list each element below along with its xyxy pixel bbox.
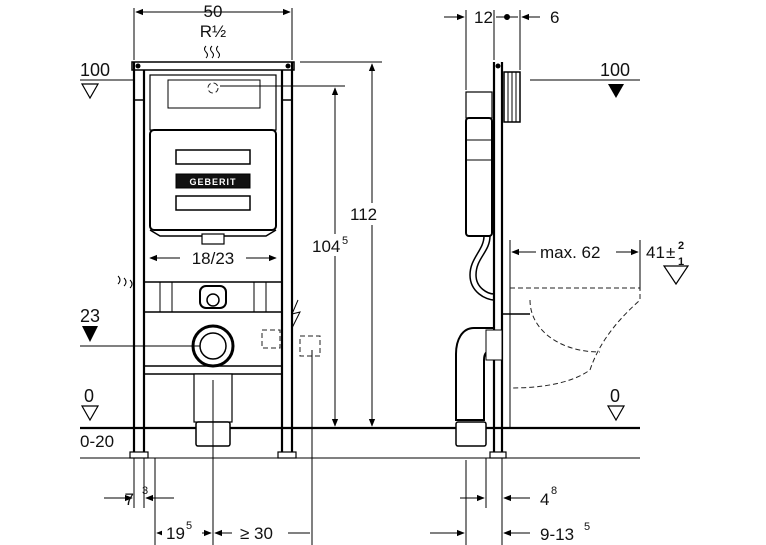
dim-wall-range: 9-13 bbox=[540, 525, 574, 544]
dim-depth-b: 6 bbox=[550, 8, 559, 27]
dim-height-cistern-sup: 5 bbox=[342, 235, 348, 247]
dim-offset-sup: 5 bbox=[186, 520, 192, 532]
brand-logo: GEBERIT bbox=[189, 177, 236, 187]
side-view: 12 6 100 max. 62 41 ± 2 1 0 4 8 9-13 5 bbox=[420, 8, 690, 545]
level-floor-side: 0 bbox=[610, 386, 620, 406]
dim-offset: 19 bbox=[166, 524, 185, 543]
dim-tol-plus: 2 bbox=[678, 240, 684, 252]
floor-range: 0-20 bbox=[80, 432, 114, 451]
dim-frame-offset: 4 bbox=[540, 490, 549, 509]
drain-pipe-side bbox=[455, 313, 530, 447]
dim-connection: R½ bbox=[200, 22, 226, 41]
dim-bolt-spacing: 18/23 bbox=[192, 249, 235, 268]
level-top-side: 100 bbox=[600, 60, 630, 80]
front-view: GEBERIT bbox=[80, 2, 420, 545]
dim-tol-minus: 1 bbox=[678, 256, 684, 268]
dim-height-total: 112 bbox=[350, 205, 377, 224]
dim-bowl-projection: max. 62 bbox=[540, 243, 600, 262]
electric-icon bbox=[291, 299, 301, 329]
dim-foot-sup: 3 bbox=[142, 485, 148, 497]
dim-frame-offset-sup: 8 bbox=[551, 485, 557, 497]
water-inlet-icon bbox=[204, 45, 220, 59]
dim-wall-range-sup: 5 bbox=[584, 521, 590, 533]
cistern: GEBERIT bbox=[149, 45, 277, 245]
dim-min-space: ≥ 30 bbox=[240, 524, 273, 543]
dim-bowl-height: 41 bbox=[646, 243, 665, 262]
water-supply-icon bbox=[117, 275, 133, 289]
lower-bracket bbox=[144, 281, 282, 313]
level-top-front: 100 bbox=[80, 60, 110, 80]
cistern-side bbox=[465, 91, 495, 301]
level-drain: 23 bbox=[80, 306, 100, 326]
dim-foot: 7 bbox=[125, 490, 134, 509]
dim-height-cistern: 104 bbox=[312, 237, 340, 256]
dim-width: 50 bbox=[204, 2, 223, 21]
dim-depth-a: 12 bbox=[474, 8, 493, 27]
frame-side bbox=[489, 62, 521, 459]
bowl-outline bbox=[509, 287, 641, 389]
level-floor-front: 0 bbox=[84, 386, 94, 406]
dim-tol-sign: ± bbox=[666, 243, 675, 262]
